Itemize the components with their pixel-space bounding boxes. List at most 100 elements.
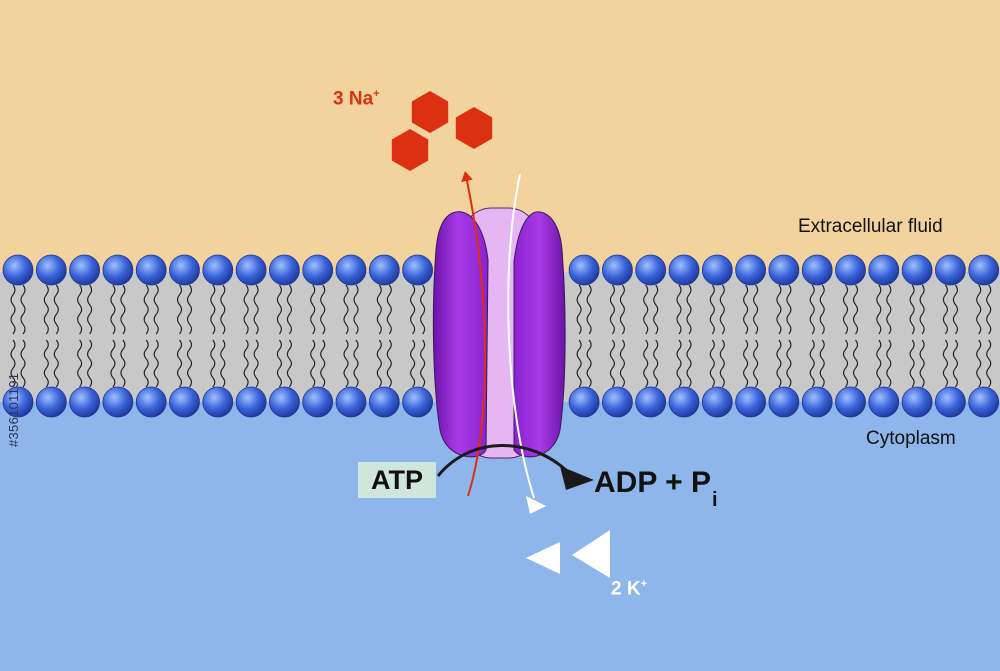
lipid-tail: [986, 284, 992, 335]
phospholipid-head: [768, 386, 800, 418]
phospholipid-head: [202, 254, 234, 286]
lipid-tail: [153, 339, 159, 388]
lipid-tail: [743, 339, 749, 388]
lipid-tail: [676, 284, 682, 335]
phospholipid-head: [768, 254, 800, 286]
lipid-tail: [43, 284, 49, 335]
phospholipid-head: [701, 254, 733, 286]
phospholipid-head: [2, 386, 34, 418]
lipid-tail: [53, 284, 59, 335]
pump-subunit-right: [513, 211, 566, 458]
potassium-ions: [526, 530, 610, 578]
phospholipid-head: [302, 386, 334, 418]
lipid-tail: [719, 284, 725, 335]
lipid-tail: [942, 339, 948, 388]
lipid-tail: [120, 339, 126, 388]
lipid-tail: [210, 339, 216, 388]
phospholipid-head: [668, 386, 700, 418]
sodium-ion: [455, 107, 493, 149]
lipid-tail: [243, 339, 249, 388]
sodium-ions: [391, 91, 493, 171]
phospholipid-head: [335, 254, 367, 286]
lipid-tail: [220, 284, 226, 335]
phospholipid-head: [302, 254, 334, 286]
lipid-tail: [976, 284, 982, 335]
lipid-tail: [410, 339, 416, 388]
lipid-tail: [609, 284, 615, 335]
lipid-tail: [153, 284, 159, 335]
phospholipid-heads-inner: [2, 386, 1000, 418]
lipid-tail: [186, 339, 193, 388]
lipid-tail: [753, 339, 759, 388]
phospholipid-head: [868, 254, 900, 286]
phospholipid-head: [169, 254, 200, 286]
phospholipid-head: [835, 386, 866, 418]
lipid-tail: [886, 339, 892, 388]
lipid-tail: [686, 339, 692, 388]
potassium-arrow-head: [526, 496, 546, 514]
lipid-tail: [343, 284, 349, 335]
sodium-transport-arrow: [461, 171, 487, 497]
lipid-tail: [643, 339, 649, 388]
lipid-tail: [919, 284, 925, 335]
lipid-tail: [586, 284, 592, 335]
lipid-tail: [709, 339, 715, 388]
phospholipid-heads-outer: [2, 254, 1000, 286]
lipid-tail: [243, 284, 249, 335]
lipid-tail: [619, 284, 625, 335]
lipid-tail: [776, 339, 782, 388]
lipid-tail: [77, 339, 83, 388]
phospholipid-head: [868, 386, 900, 418]
phospholipid-head: [735, 254, 766, 286]
lipid-tail: [353, 284, 359, 335]
lipid-tail: [310, 339, 316, 388]
lipid-tail: [786, 284, 792, 335]
lipid-tail: [809, 339, 815, 388]
phospholipid-head: [935, 386, 966, 418]
lipid-tail: [286, 339, 292, 388]
lipid-tail: [10, 284, 16, 335]
lipid-tail: [919, 339, 925, 388]
lipid-tail: [743, 284, 749, 335]
lipid-tail: [10, 339, 16, 388]
lipid-tail: [719, 339, 725, 388]
lipid-tail: [876, 284, 882, 335]
phospholipid-head: [368, 386, 400, 418]
lipid-tail: [53, 339, 59, 388]
lipid-tail: [819, 284, 825, 335]
phospholipid-head: [102, 254, 134, 286]
lipid-tail: [186, 284, 193, 335]
sodium-ion-label: 3 Na+: [333, 88, 380, 110]
lipid-tails: [10, 284, 992, 388]
phospholipid-head: [701, 386, 733, 418]
lipid-tail: [77, 284, 83, 335]
lipid-tail: [619, 339, 625, 388]
phospholipid-head: [968, 254, 1000, 286]
lipid-tail: [20, 339, 26, 388]
phospholipid-head: [69, 386, 100, 418]
lipid-tail: [87, 284, 93, 335]
phospholipid-head: [568, 386, 600, 418]
potassium-ion: [526, 542, 560, 574]
lipid-tail: [253, 339, 259, 388]
potassium-ion-label: 2 K+: [611, 578, 648, 600]
lipid-tail: [276, 339, 282, 388]
potassium-transport-arrow: [507, 173, 535, 499]
extracellular-fluid-label: Extracellular fluid: [798, 216, 943, 237]
lipid-tail: [320, 284, 326, 335]
lipid-tail: [842, 339, 849, 388]
lipid-tail: [709, 284, 715, 335]
lipid-tail: [320, 339, 326, 388]
lipid-tail: [310, 284, 316, 335]
phospholipid-head: [235, 254, 267, 286]
lipid-tail: [986, 339, 992, 388]
phospholipid-head: [102, 386, 134, 418]
sodium-potassium-pump: [432, 207, 566, 459]
lipid-tail: [653, 339, 659, 388]
atp-hydrolysis-arrow-head: [560, 466, 594, 490]
lipid-tail: [952, 284, 958, 335]
phospholipid-head: [668, 254, 700, 286]
lipid-tail: [609, 339, 615, 388]
cytoplasm-label: Cytoplasm: [866, 428, 956, 449]
